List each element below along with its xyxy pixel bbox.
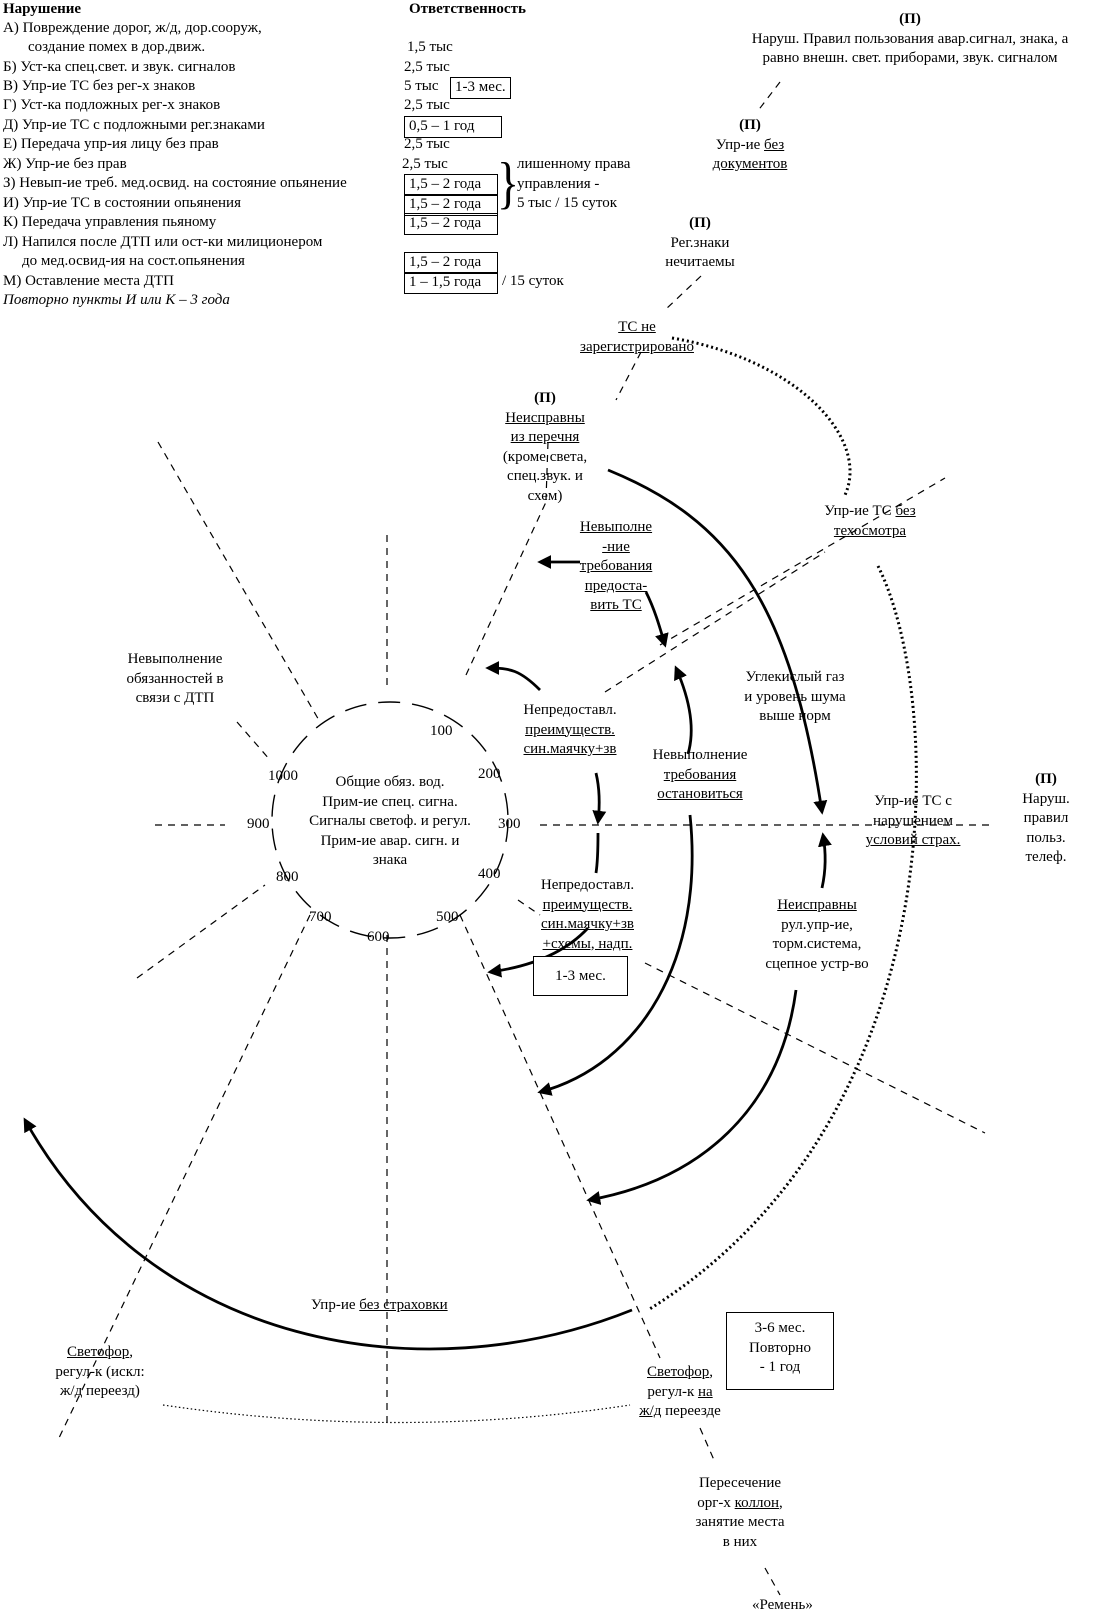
table-row-liability: 1,5 – 2 года [404, 194, 498, 216]
brace-note: лишенному права управления - 5 тыс / 15 … [517, 156, 631, 211]
dial-label-900: 900 [247, 816, 270, 832]
node-traffic-light-general: Светофор, регул-к (искл: ж/д переезд) [55, 1344, 145, 1399]
table-row-extra-penalty: 1-3 мес. [450, 77, 511, 99]
table-row-liability: 2,5 тыс [404, 97, 450, 113]
table-row-liability: 1,5 тыс [407, 39, 453, 55]
table-row-violation: создание помех в дор.движ. [28, 39, 206, 55]
dial-label-100: 100 [430, 723, 453, 739]
penalty-box-rail: 3-6 мес. Повторно - 1 год [726, 1312, 834, 1390]
table-row-violation: Л) Напился после ДТП или ост-ки милицион… [3, 234, 323, 250]
node-faulty-list: (П) Неисправны из перечня (кроме света, … [502, 390, 588, 504]
node-traffic-light-rail: Светофор, регул-к на ж/д переезде [639, 1364, 721, 1419]
node-convoy: Пересечение орг-х коллон, занятие места … [695, 1475, 785, 1550]
table-row-violation: Д) Упр-ие ТС с подложными рег.знаками [3, 117, 265, 133]
node-belt: «Ремень» [752, 1597, 813, 1613]
node-no-documents: (П) Упр-ие без документов [712, 117, 788, 172]
dotted-underline-arc [162, 1404, 631, 1424]
table-row-liability: 1,5 – 2 года [404, 174, 498, 196]
node-insurance-conditions: Упр-ие ТС с нарушением условий страх. [865, 793, 961, 848]
dial-label-300: 300 [498, 816, 521, 832]
dial-label-700: 700 [309, 909, 332, 925]
table-row-extra-penalty: / 15 суток [502, 273, 564, 289]
table-row-violation: Ж) Упр-ие без прав [3, 156, 127, 172]
table-header-violation: Нарушение [3, 1, 82, 17]
node-phone: (П) Наруш. правил польз. телеф. [1022, 771, 1070, 865]
node-no-insurance: Упр-ие без страховки [311, 1297, 448, 1313]
node-no-priority-1: Непредоставл. преимуществ. син.маячку+зв [523, 702, 617, 757]
dial-label-400: 400 [478, 866, 501, 882]
node-not-present-vehicle: Невыполне -ние требования предоста- вить… [579, 519, 653, 613]
center-dial-circle [271, 701, 509, 939]
table-row-liability: 0,5 – 1 год [404, 116, 502, 138]
table-row-violation: Г) Уст-ка подложных рег-х знаков [3, 97, 221, 113]
dial-label-600: 600 [367, 929, 390, 945]
brace-symbol: } [497, 150, 520, 215]
table-row-violation: Б) Уст-ка спец.свет. и звук. сигналов [3, 59, 236, 75]
node-no-inspection: Упр-ие ТС без техосмотра [824, 503, 916, 539]
penalty-box-priority: 1-3 мес. [533, 956, 628, 996]
table-row-violation: Е) Передача упр-ия лицу без прав [3, 136, 219, 152]
table-row-liability: 1 – 1,5 года [404, 272, 498, 294]
table-row-violation: В) Упр-ие ТС без рег-х знаков [3, 78, 196, 94]
solid-arrows [23, 468, 832, 1351]
table-row-violation: А) Повреждение дорог, ж/д, дор.сооруж, [3, 20, 262, 36]
node-accident-duties: Невыполнение обязанностей в связи с ДТП [126, 651, 224, 706]
dial-label-500: 500 [436, 909, 459, 925]
table-row-violation: до мед.освид-ия на сост.опьянения [22, 253, 245, 269]
table-row-liability: 2,5 тыс [404, 59, 450, 75]
table-row-violation: З) Невып-ие треб. мед.освид. на состояни… [3, 175, 347, 191]
repeat-note: Повторно пункты И или К – 3 года [3, 292, 230, 308]
table-row-liability: 1,5 – 2 года [404, 213, 498, 235]
node-faulty-steering: Неисправны рул.упр-ие, торм.система, сце… [765, 897, 869, 972]
node-plates-unreadable: (П) Рег.знаки нечитаемы [665, 215, 735, 270]
table-row-violation: М) Оставление места ДТП [3, 273, 175, 289]
table-row-liability: 1,5 – 2 года [404, 252, 498, 274]
radial-spokes [57, 81, 990, 1596]
node-no-priority-2: Непредоставл. преимуществ. син.маячку+зв… [540, 877, 635, 952]
dotted-arcs [647, 336, 918, 1312]
table-row-liability: 5 тыс [404, 78, 439, 94]
dial-label-200: 200 [478, 766, 501, 782]
node-co-noise: Углекислый газ и уровень шума выше норм [744, 669, 846, 724]
dial-label-800: 800 [276, 869, 299, 885]
node-fail-to-stop: Невыполнение требования остановиться [652, 747, 748, 802]
table-row-liability: 2,5 тыс [404, 136, 450, 152]
table-row-violation: К) Передача управления пьяному [3, 214, 217, 230]
center-text: Общие обяз. вод. Прим-ие спец. сигна. Си… [309, 774, 471, 868]
table-row-liability: 2,5 тыс [402, 156, 448, 172]
dial-label-1000: 1000 [268, 768, 298, 784]
node-avar-signal: (П) Наруш. Правил пользования авар.сигна… [751, 11, 1069, 66]
node-not-registered: ТС не зарегистрировано [580, 319, 694, 355]
table-row-violation: И) Упр-ие ТС в состоянии опьянения [3, 195, 241, 211]
table-header-liability: Ответственность [409, 1, 526, 17]
